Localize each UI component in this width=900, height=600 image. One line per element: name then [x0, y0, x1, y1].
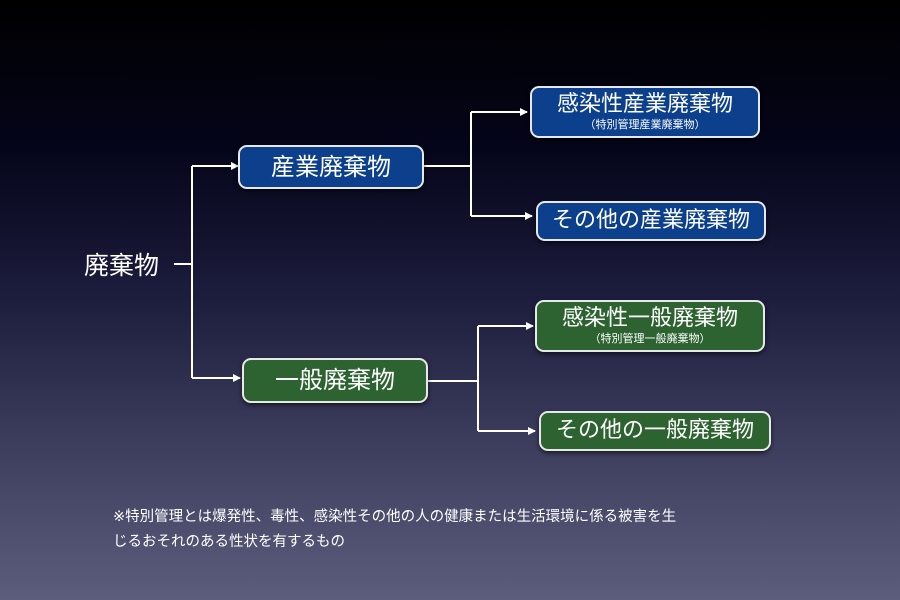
- footnote-line-1: ※特別管理とは爆発性、毒性、感染性その他の人の健康または生活環境に係る被害を生: [113, 509, 677, 525]
- node-label: 産業廃棄物: [271, 153, 391, 181]
- node-sublabel: （特別管理産業廃棄物）: [584, 118, 706, 131]
- footnote-line-2: じるおそれのある性状を有するもの: [113, 534, 345, 550]
- root-node-waste: 廃棄物: [84, 251, 160, 280]
- node-label: 感染性産業廃棄物: [556, 92, 733, 117]
- node-label: 一般廃棄物: [275, 366, 395, 394]
- node-general-waste: 一般廃棄物: [242, 358, 428, 403]
- node-infectious-industrial-waste: 感染性産業廃棄物 （特別管理産業廃棄物）: [530, 86, 760, 138]
- node-other-general-waste: その他の一般廃棄物: [539, 411, 771, 451]
- node-sublabel: （特別管理一般廃棄物）: [589, 332, 711, 345]
- footnote: ※特別管理とは爆発性、毒性、感染性その他の人の健康または生活環境に係る被害を生 …: [113, 505, 813, 555]
- node-infectious-general-waste: 感染性一般廃棄物 （特別管理一般廃棄物）: [535, 300, 765, 352]
- node-label: 感染性一般廃棄物: [561, 306, 738, 331]
- node-industrial-waste: 産業廃棄物: [238, 145, 424, 189]
- node-other-industrial-waste: その他の産業廃棄物: [536, 201, 766, 241]
- node-label: その他の産業廃棄物: [551, 208, 750, 233]
- node-label: その他の一般廃棄物: [555, 418, 754, 443]
